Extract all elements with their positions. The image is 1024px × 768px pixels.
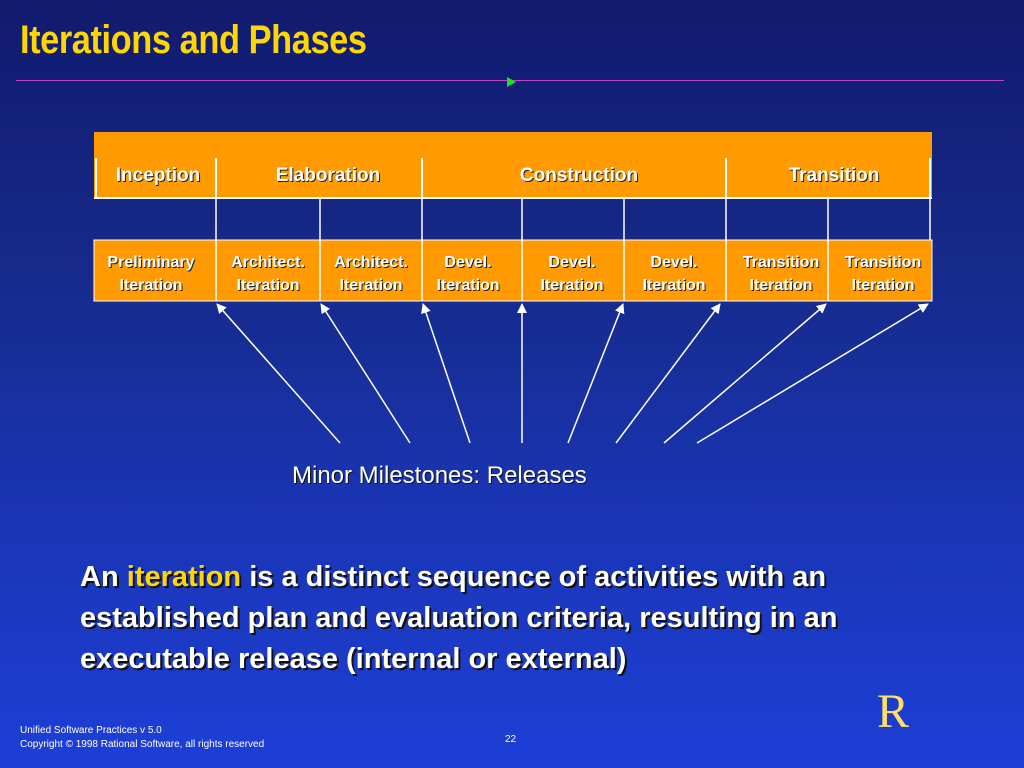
iteration-line2: Iteration	[339, 277, 403, 294]
phase-bar	[94, 132, 932, 198]
milestone-arrow	[320, 303, 411, 444]
phase-elaboration: Elaboration	[275, 165, 381, 186]
footer-course: Unified Software Practices v 5.0	[20, 725, 162, 736]
iteration-line1: Transition	[742, 254, 820, 271]
iteration-line1: Transition	[844, 254, 922, 271]
milestone-arrow	[615, 303, 721, 444]
iteration-line1: Devel.	[650, 254, 698, 271]
milestone-arrow	[421, 303, 471, 444]
iteration-line2: Iteration	[236, 277, 300, 294]
iteration-line2: Iteration	[851, 277, 915, 294]
iteration-line2: Iteration	[749, 277, 813, 294]
iteration-line1: Architect.	[231, 254, 305, 271]
definition-term: iteration	[126, 561, 242, 593]
iteration-line1: Preliminary	[107, 254, 195, 271]
slide-title: Iterations and Phases	[20, 18, 367, 62]
milestone-arrow	[567, 303, 625, 444]
rational-logo: R	[877, 685, 910, 738]
footer-copyright: Unified Software Practices v 5.0 Copyrig…	[20, 724, 264, 752]
page-number: 22	[505, 734, 517, 745]
iteration-transition-2: Transition Iteration	[830, 251, 936, 297]
phase-construction: Construction	[519, 165, 639, 186]
milestone-arrow	[216, 303, 341, 444]
definition-rest: is a distinct sequence of activities wit…	[80, 561, 838, 675]
iteration-architect-2: Architect. Iteration	[320, 251, 422, 297]
iteration-devel-1: Devel. Iteration	[422, 251, 514, 297]
iteration-architect-1: Architect. Iteration	[216, 251, 320, 297]
definition-lead: An	[80, 561, 119, 593]
iteration-line1: Devel.	[548, 254, 596, 271]
iteration-bar	[93, 239, 933, 302]
milestones-caption: Minor Milestones: Releases	[292, 462, 587, 489]
iteration-transition-1: Transition Iteration	[728, 251, 834, 297]
footer-copyright-line: Copyright © 1998 Rational Software, all …	[20, 739, 265, 750]
iteration-devel-3: Devel. Iteration	[624, 251, 724, 297]
iteration-devel-2: Devel. Iteration	[522, 251, 622, 297]
milestone-arrow	[696, 303, 929, 444]
milestone-arrow	[663, 303, 827, 444]
iteration-line1: Architect.	[334, 254, 408, 271]
iteration-line2: Iteration	[436, 277, 500, 294]
phase-inception: Inception	[115, 165, 201, 186]
iteration-line1: Devel.	[444, 254, 492, 271]
play-icon	[507, 77, 516, 87]
phase-transition: Transition	[788, 165, 880, 186]
iteration-line2: Iteration	[119, 277, 183, 294]
iteration-line2: Iteration	[642, 277, 706, 294]
iteration-line2: Iteration	[540, 277, 604, 294]
iteration-preliminary: Preliminary Iteration	[94, 251, 208, 297]
iteration-definition: An iteration is a distinct sequence of a…	[80, 557, 980, 680]
